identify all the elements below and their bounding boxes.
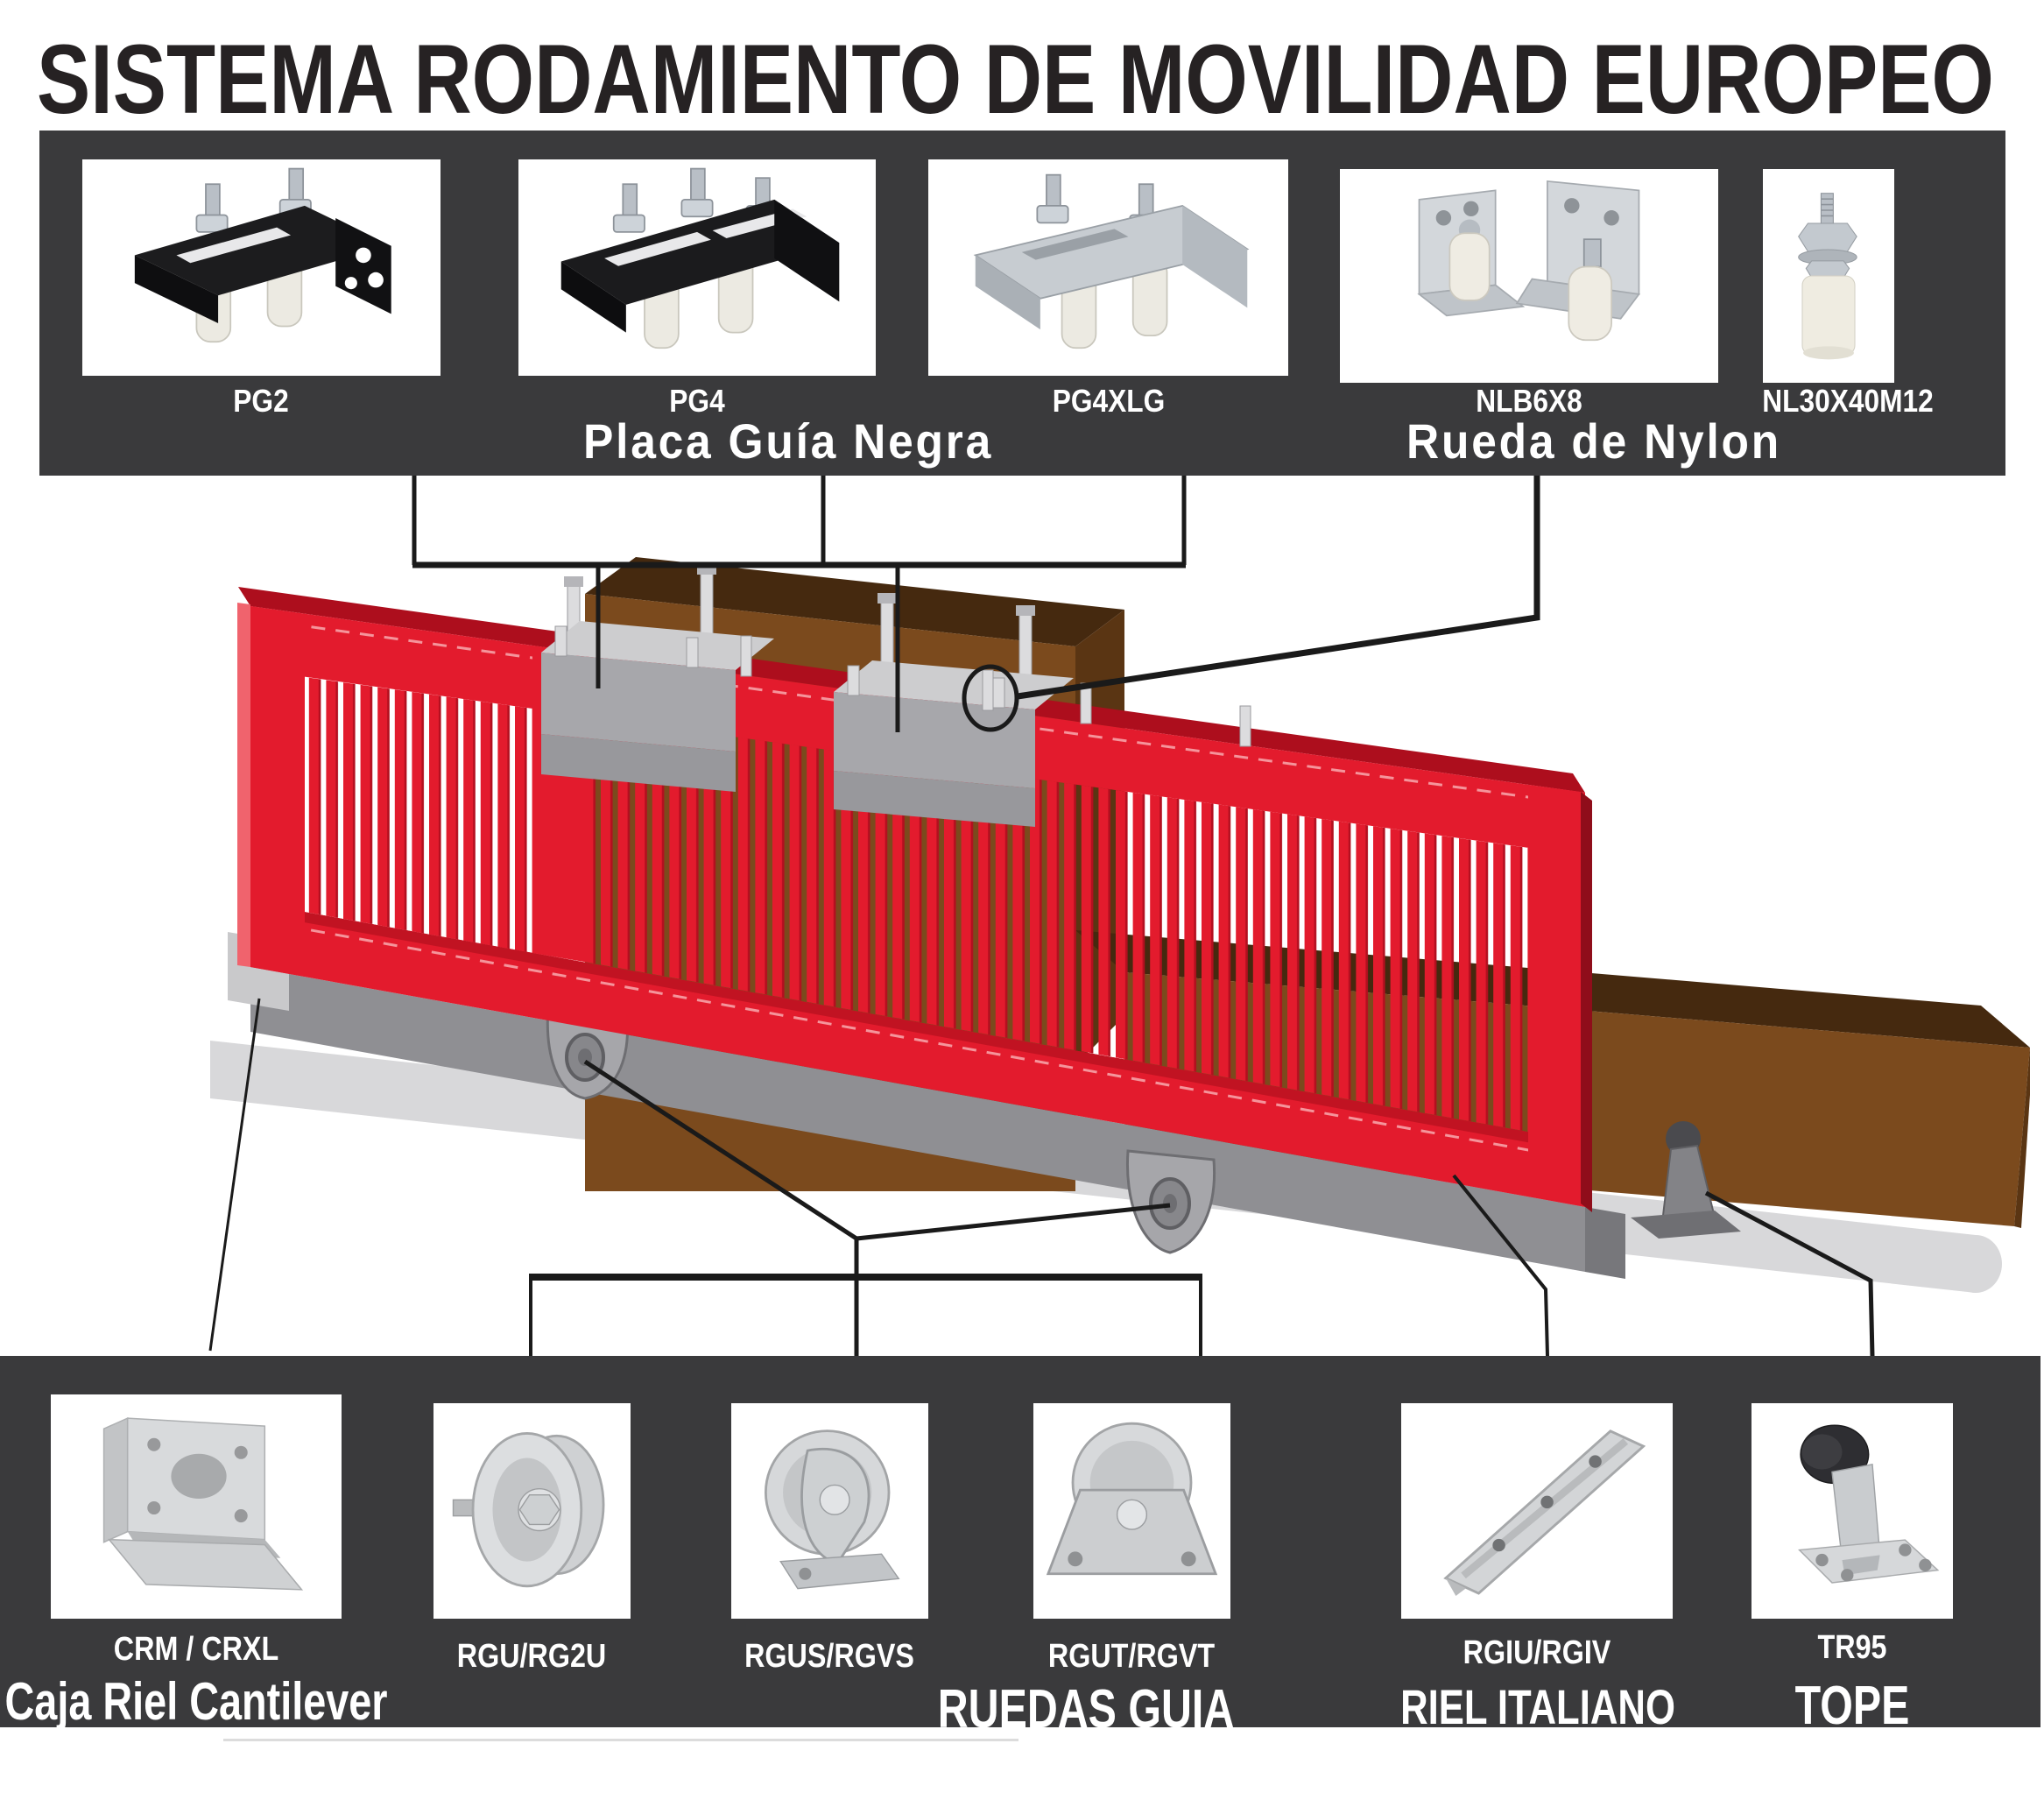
group-label-rueda-de-nylon: Rueda de Nylon [1406,413,1781,469]
callout-line-riel-italiano [1452,1174,1549,1357]
divider-line [223,1739,1018,1741]
nylon-roller-bolts [740,635,1251,747]
gate-bars-left-panel [305,677,532,953]
product-code-rgiu-rgiv: RGIU/RGIV [1463,1634,1611,1671]
callout-lines [208,476,1875,1357]
group-label-tope: TOPE [1794,1676,1910,1736]
product-card-pg4xlg [928,159,1288,376]
product-card-nlb6x8 [1340,169,1718,383]
product-code-rgut-rgvt: RGUT/RGVT [1047,1638,1216,1675]
bottom-products-band: CRM / CRXL RGU/RG2U RGUS/RGVS RGUT/RGVT … [0,1356,2040,1740]
product-code-pg4: PG4 [669,383,725,419]
guide-plate-2 [834,593,1074,827]
product-card-rgiu-rgiv [1401,1403,1673,1619]
callout-line-caja-riel [208,998,261,1352]
product-card-tr95 [1751,1403,1953,1619]
product-code-crm-crxl: CRM / CRXL [113,1631,279,1668]
guide-plate-1 [541,564,774,792]
product-image-nl30x40m12 [1798,193,1857,360]
guide-wheel-2 [1125,1149,1216,1254]
product-image-pg4xlg [973,173,1250,349]
product-image-rgus-rgvs [764,1429,900,1590]
product-card-rgut-rgvt [1033,1403,1230,1619]
product-image-rgut-rgvt [1046,1422,1218,1576]
callout-line-nylon-roller [1017,476,1540,700]
product-card-pg4 [518,159,876,376]
nylon-roller-circle-marker [962,664,1019,732]
product-code-pg2: PG2 [233,383,289,419]
product-card-crm-crxl [51,1394,342,1619]
gate-stop [1631,1121,1741,1239]
group-label-riel-italiano: RIEL ITALIANO [1400,1679,1675,1734]
product-code-rgus-rgvs: RGUS/RGVS [744,1638,914,1675]
product-image-pg2 [134,167,391,343]
product-image-pg4 [560,167,840,349]
product-card-rgus-rgvs [731,1403,928,1619]
group-label-ruedas-guia: RUEDAS GUIA [937,1679,1235,1740]
group-label-placa-guia-negra: Placa Guía Negra [583,413,993,469]
product-code-tr95: TR95 [1817,1629,1887,1666]
callout-line-tope [1704,1190,1875,1357]
product-card-nl30x40m12 [1763,169,1894,383]
gate-bars-right-panel [584,716,1528,1132]
product-image-nlb6x8 [1417,180,1641,342]
product-code-nl30x40m12: NL30X40M12 [1762,383,1934,419]
product-code-pg4xlg: PG4XLG [1052,383,1166,419]
product-card-pg2 [82,159,441,376]
product-image-rgiu-rgiv [1443,1429,1646,1596]
top-products-band: PG2 PG4 PG4XLG NLB6X8 NL30X40M12 Placa G… [39,131,2005,476]
product-code-rgu-rg2u: RGU/RG2U [456,1638,607,1675]
group-label-caja-riel-cantilever: Caja Riel Cantilever [4,1672,388,1731]
product-code-nlb6x8: NLB6X8 [1476,383,1582,419]
product-image-crm-crxl [102,1416,304,1591]
product-image-tr95 [1798,1424,1940,1584]
product-image-rgu-rg2u [452,1432,605,1588]
page-title: SISTEMA RODAMIENTO DE MOVILIDAD EUROPEO [37,25,1994,134]
product-card-rgu-rg2u [433,1403,631,1619]
